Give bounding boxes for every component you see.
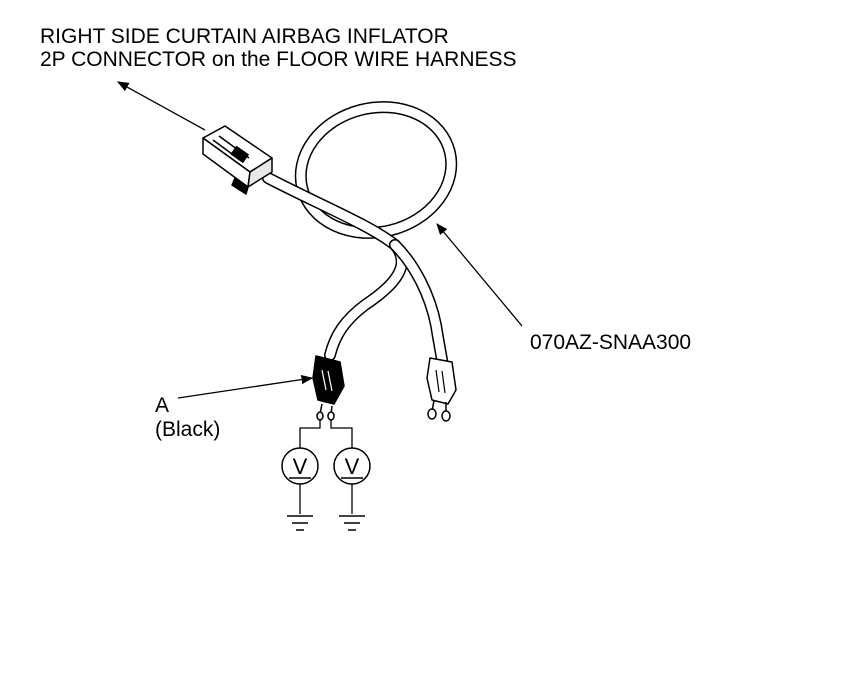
connector-b [426, 357, 457, 422]
floor-harness-2p-connector [202, 125, 273, 195]
connector-a-color-label: (Black) [155, 418, 221, 441]
ground-icon [339, 515, 365, 531]
harness-loop [294, 101, 458, 239]
connector-a-leader-arrow [177, 374, 314, 399]
harness-branch-b [389, 239, 448, 366]
connector-a-label: A [155, 394, 170, 417]
harness-cable-main [262, 172, 401, 251]
connector-a-black [312, 355, 345, 421]
voltmeter-1: V [281, 447, 319, 514]
test-leads [299, 420, 353, 448]
ground-icon [287, 515, 313, 531]
connector-title-line1: RIGHT SIDE CURTAIN AIRBAG INFLATOR [40, 25, 449, 48]
voltmeter-1-symbol: V [293, 454, 308, 479]
part-number-leader-arrow [436, 223, 523, 327]
harness-branch-a [324, 239, 408, 361]
harness-part-number-label: 070AZ-SNAA300 [530, 331, 692, 354]
title-leader-arrow [116, 81, 206, 131]
connector-title-line2: 2P CONNECTOR on the FLOOR WIRE HARNESS [40, 48, 517, 71]
voltmeter-2-symbol: V [345, 454, 360, 479]
voltmeter-2: V [333, 447, 371, 514]
